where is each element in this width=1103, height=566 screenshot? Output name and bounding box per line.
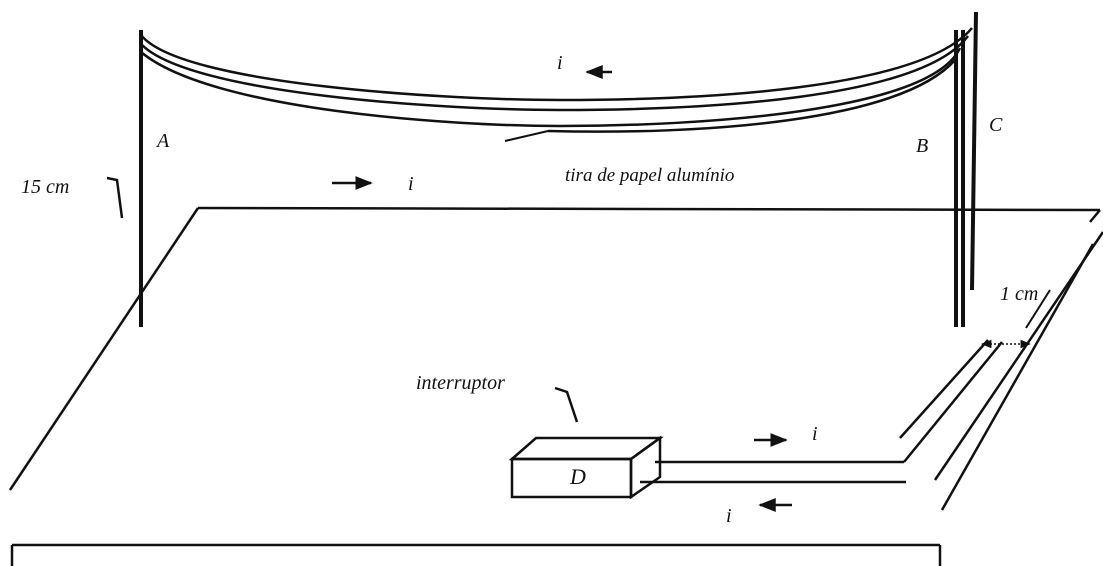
left-diagonal-wire-b — [903, 341, 1003, 463]
switch-box-top — [508, 436, 664, 461]
board-right-edge-top — [1089, 209, 1101, 223]
label-gap: 1 cm — [1000, 283, 1038, 305]
board-back-edge — [197, 206, 1101, 212]
label-current-lower-wire: i — [726, 505, 732, 527]
right-wire-inner — [940, 243, 1095, 511]
label-height: 15 cm — [21, 176, 69, 198]
foil-curve-2 — [140, 35, 969, 112]
foil-curve-3 — [140, 47, 962, 128]
label-switch: interruptor — [416, 372, 505, 394]
switch-box[interactable] — [508, 435, 664, 500]
label-foil-strip: tira de papel alumínio — [565, 165, 734, 186]
label-current-top: i — [557, 52, 563, 74]
switch-pointer — [554, 386, 579, 423]
posts — [139, 11, 978, 327]
label-switch-d: D — [569, 464, 586, 489]
height-pointer — [106, 176, 124, 219]
foil-strip-tail — [504, 130, 549, 142]
label-pointers — [106, 176, 1051, 423]
foil-curve-4 — [547, 59, 956, 133]
labels: A B C D 15 cm 1 cm tira de papel alumíni… — [21, 52, 1038, 527]
label-current-left: i — [408, 173, 414, 195]
left-diagonal-wire-a — [899, 339, 989, 439]
wires — [640, 231, 1103, 511]
current-arrows — [332, 65, 1032, 512]
switch-box-side — [629, 435, 662, 500]
foil-curve-1 — [140, 27, 973, 102]
foil-strip — [140, 27, 973, 142]
front-edge-bracket — [10, 543, 942, 566]
base-board — [8, 206, 1101, 491]
label-current-upper-wire: i — [812, 423, 818, 445]
label-post-c: C — [989, 114, 1003, 136]
board-left-edge — [8, 207, 200, 491]
gap-pointer — [1025, 289, 1051, 329]
label-post-b: B — [916, 135, 928, 157]
label-post-a: A — [155, 130, 170, 152]
post-c — [970, 11, 978, 291]
